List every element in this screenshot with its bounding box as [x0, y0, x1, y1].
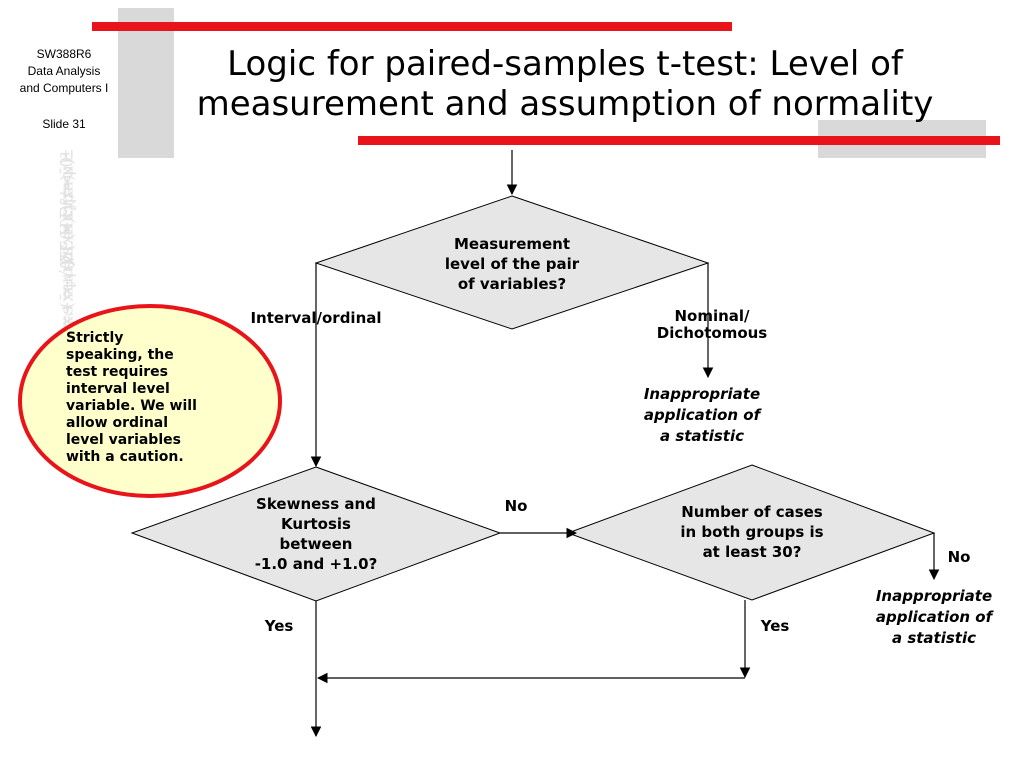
callout-line: allow ordinal	[66, 415, 169, 431]
node-line: of variables?	[457, 275, 567, 293]
outcome-inappropriate-1: Inappropriate application of a statistic	[612, 384, 792, 447]
outcome-line: application of	[875, 608, 993, 626]
node-line: Kurtosis	[281, 515, 351, 533]
callout-note: Strictly speaking, the test requires int…	[66, 330, 241, 466]
slide-title: Logic for paired-samples t-test: Level o…	[170, 44, 960, 124]
node-line: -1.0 and +1.0?	[254, 555, 378, 573]
label-line: Dichotomous	[656, 324, 768, 342]
callout-line: with a caution.	[66, 449, 184, 465]
label-nominal-dichotomous: Nominal/ Dichotomous	[632, 308, 792, 342]
label-no-normality: No	[504, 497, 528, 515]
outcome-line: Inappropriate	[875, 587, 993, 605]
outcome-line: Inappropriate	[643, 385, 761, 403]
node-line: between	[279, 535, 353, 553]
decision-diamond-measurement	[314, 195, 710, 330]
decorative-red-line-top	[92, 22, 732, 31]
node-line: at least 30?	[702, 543, 802, 561]
course-name-line-2: and Computers I	[19, 81, 109, 95]
label-yes-normality: Yes	[264, 617, 294, 635]
outcome-line: a statistic	[891, 629, 976, 647]
label-no-cases: No	[947, 548, 971, 566]
course-code: SW388R6	[36, 47, 92, 61]
callout-line: level variables	[66, 432, 181, 448]
decision-normality-text: Skewness and Kurtosis between -1.0 and +…	[226, 494, 406, 574]
outcome-inappropriate-2: Inappropriate application of a statistic	[856, 586, 1012, 649]
label-interval-ordinal: Interval/ordinal	[250, 309, 382, 327]
node-line: Measurement	[453, 235, 571, 253]
outcome-line: application of	[643, 406, 761, 424]
decision-cases-text: Number of cases in both groups is at lea…	[652, 502, 852, 562]
callout-line: Strictly	[66, 330, 124, 346]
slide-number: Slide 31	[42, 117, 86, 131]
decorative-gray-bar-left	[118, 8, 174, 158]
label-yes-cases: Yes	[760, 617, 790, 635]
callout-line: variable. We will	[66, 398, 197, 414]
decision-diamond-cases	[566, 464, 936, 601]
callout-line: speaking, the	[66, 347, 174, 363]
callout-line: test requires	[66, 364, 169, 380]
callout-ellipse	[18, 304, 282, 498]
node-line: level of the pair	[444, 255, 580, 273]
course-info: SW388R6 Data Analysis and Computers I	[0, 46, 128, 97]
slide-title-line-2: measurement and assumption of normality	[196, 84, 934, 124]
node-line: in both groups is	[680, 523, 824, 541]
decision-measurement-text: Measurement level of the pair of variabl…	[412, 234, 612, 294]
decorative-red-line-bottom	[358, 136, 1000, 145]
label-line: Nominal/	[674, 307, 750, 325]
node-line: Skewness and	[256, 495, 376, 513]
node-line: Number of cases	[681, 503, 823, 521]
course-name-line-1: Data Analysis	[27, 64, 101, 78]
outcome-line: a statistic	[659, 427, 744, 445]
slide-title-line-1: Logic for paired-samples t-test: Level o…	[227, 44, 903, 84]
callout-line: interval level	[66, 381, 170, 397]
